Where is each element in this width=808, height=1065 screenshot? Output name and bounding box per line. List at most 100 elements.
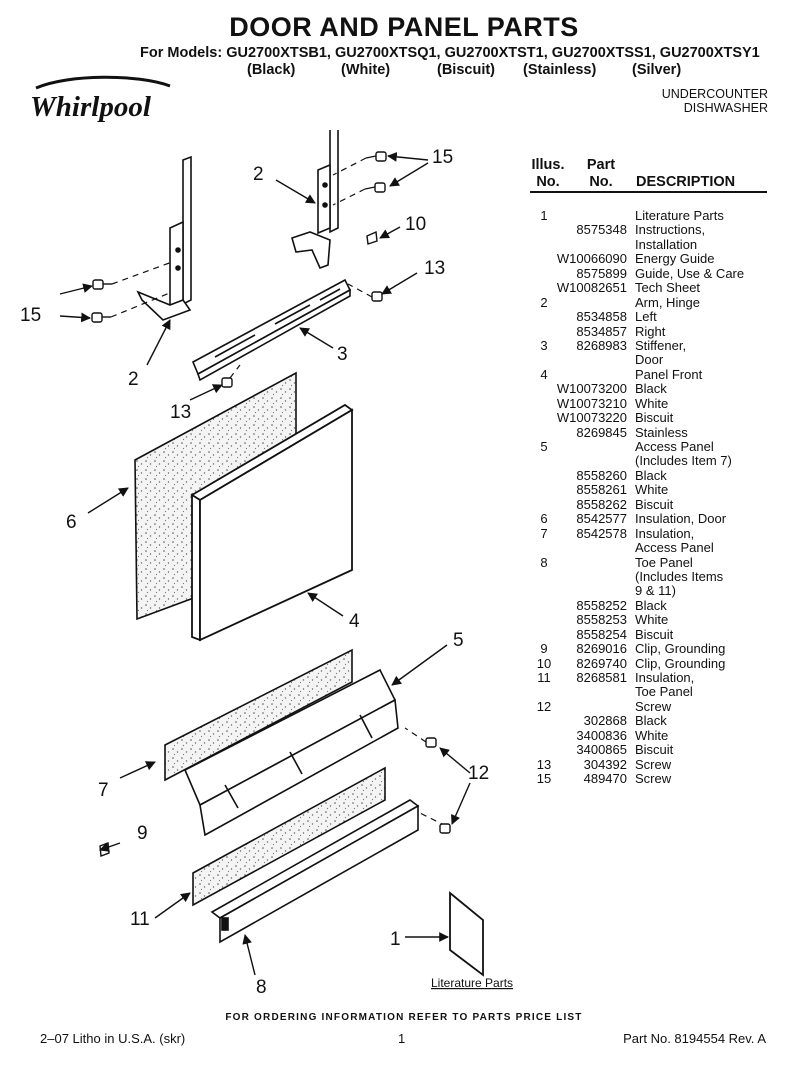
page-number: 1 xyxy=(398,1031,406,1046)
callout-6: 6 xyxy=(66,512,77,533)
callout-arrows xyxy=(59,152,471,976)
part-number: 8558262 xyxy=(576,496,627,512)
part-description: Screw xyxy=(635,771,672,787)
part-description: 9 & 11) xyxy=(635,583,676,599)
illus-number: 9 xyxy=(540,641,548,657)
part-description: Instructions, xyxy=(635,222,706,238)
part-description: Black xyxy=(635,597,667,613)
part-number: 8534858 xyxy=(576,309,627,325)
callout-12: 12 xyxy=(468,763,489,784)
part-description: White xyxy=(635,395,669,411)
appliance-line-1: UNDERCOUNTER xyxy=(661,87,768,101)
callout-2-left: 2 xyxy=(128,369,139,390)
part-description: White xyxy=(635,727,669,743)
part-description: Stainless xyxy=(635,424,688,440)
table-row: Access Panel xyxy=(525,540,765,555)
callout-1: 1 xyxy=(390,929,401,950)
part-description: White xyxy=(635,482,669,498)
screw-13-bottom xyxy=(221,377,233,388)
table-row: 8558262 Biscuit xyxy=(525,496,765,512)
screw-15-left-bottom xyxy=(91,312,111,323)
color-label-black: (Black) xyxy=(247,62,296,78)
screw-15-right-top xyxy=(365,151,387,162)
illus-number: 13 xyxy=(536,756,552,772)
grounding-clip-10 xyxy=(366,230,378,245)
brand-name: Whirlpool xyxy=(30,91,152,123)
callout-13-top: 13 xyxy=(424,258,445,279)
part-number: 8558252 xyxy=(576,597,627,613)
part-description: Biscuit xyxy=(635,410,674,426)
part-description: Guide, Use & Care xyxy=(635,265,745,281)
part-number: 8542578 xyxy=(576,525,627,541)
part-description: Left xyxy=(635,309,657,325)
appliance-line-2: DISHWASHER xyxy=(683,101,768,115)
color-label-white: (White) xyxy=(341,62,391,78)
literature-parts-caption: Literature Parts xyxy=(431,976,513,990)
illus-number: 6 xyxy=(540,511,548,527)
col-header-illus-line1: Illus. xyxy=(531,157,565,173)
table-row: 12 Screw xyxy=(525,698,765,714)
literature-parts-booklet xyxy=(449,891,484,977)
ordering-note: FOR ORDERING INFORMATION REFER TO PARTS … xyxy=(225,1012,583,1023)
col-header-part-line1: Part xyxy=(586,157,616,173)
part-description: Door xyxy=(635,352,664,368)
illus-number: 7 xyxy=(540,525,548,541)
col-header-part-line2: No. xyxy=(589,174,613,190)
part-description: Toe Panel xyxy=(635,554,693,570)
callout-2-right: 2 xyxy=(253,164,264,185)
part-description: Literature Parts xyxy=(635,208,724,223)
illus-number: 4 xyxy=(540,366,548,382)
table-row: 8 Toe Panel xyxy=(525,554,765,570)
illus-number: 12 xyxy=(536,698,552,714)
callout-4: 4 xyxy=(349,611,360,632)
part-number: W10066090 xyxy=(556,251,627,267)
table-row: 8558260 Black xyxy=(525,467,765,483)
color-label-biscuit: (Biscuit) xyxy=(437,62,495,78)
part-number: 302868 xyxy=(583,713,627,729)
col-header-illus-line2: No. xyxy=(536,174,560,190)
part-number: 8269016 xyxy=(576,641,627,657)
illus-number: 10 xyxy=(536,655,552,671)
toe-panel-insulation xyxy=(192,766,386,907)
access-panel-insulation xyxy=(164,648,353,782)
part-description: Insulation, xyxy=(635,525,695,541)
part-description: Biscuit xyxy=(635,496,674,512)
callout-8: 8 xyxy=(256,977,267,998)
illus-number: 8 xyxy=(540,554,548,570)
col-header-illus: Illus. No. xyxy=(528,157,568,191)
part-description: Right xyxy=(635,323,666,339)
part-description: Biscuit xyxy=(635,626,674,642)
illus-number: 5 xyxy=(540,439,548,454)
callout-9: 9 xyxy=(137,823,148,844)
document-part-number: Part No. 8194554 Rev. A xyxy=(623,1031,766,1046)
part-number: 8542577 xyxy=(576,511,627,527)
part-number: 8269740 xyxy=(576,655,627,671)
part-description: Black xyxy=(635,467,667,483)
appliance-type: UNDERCOUNTER DISHWASHER xyxy=(662,87,768,115)
illus-number: 2 xyxy=(540,294,548,310)
header-rule xyxy=(530,191,767,193)
color-label-silver: (Silver) xyxy=(632,62,682,78)
part-description: Screw xyxy=(635,698,672,714)
part-number: W10073220 xyxy=(556,410,627,426)
toe-panel xyxy=(210,799,420,944)
part-description: Insulation, xyxy=(635,670,695,685)
part-number: 8558260 xyxy=(576,467,627,483)
part-number: 8268581 xyxy=(576,670,627,685)
part-number: 8558253 xyxy=(576,612,627,628)
part-number: 3400836 xyxy=(576,727,627,743)
